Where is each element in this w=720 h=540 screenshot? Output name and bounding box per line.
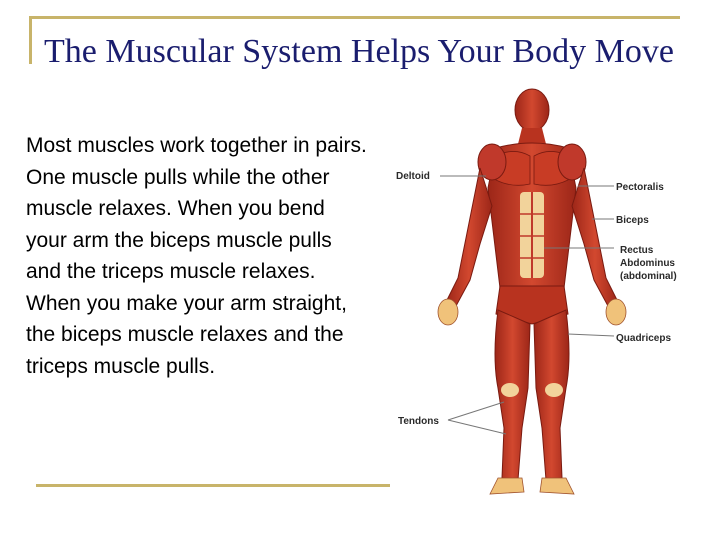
label-deltoid: Deltoid <box>396 171 430 182</box>
label-rectus-line2: Abdominus <box>620 258 675 269</box>
label-rectus-line1: Rectus <box>620 245 654 256</box>
label-leader-lines <box>440 175 615 435</box>
slide-body-text: Most muscles work together in pairs. One… <box>26 134 367 378</box>
label-tendons: Tendons <box>398 416 439 427</box>
human-body-figure <box>437 88 627 495</box>
label-biceps: Biceps <box>616 215 649 226</box>
label-quadriceps: Quadriceps <box>616 333 671 344</box>
muscular-system-illustration: Deltoid Pectoralis Biceps Rectus Abdomin… <box>396 88 677 495</box>
frame-top-rule <box>30 16 680 19</box>
frame-bottom-rule <box>36 484 390 487</box>
label-rectus-line3: (abdominal) <box>620 271 677 282</box>
frame-left-rule <box>29 16 32 64</box>
slide-title: The Muscular System Helps Your Body Move <box>44 33 674 70</box>
label-pectoralis: Pectoralis <box>616 182 664 193</box>
